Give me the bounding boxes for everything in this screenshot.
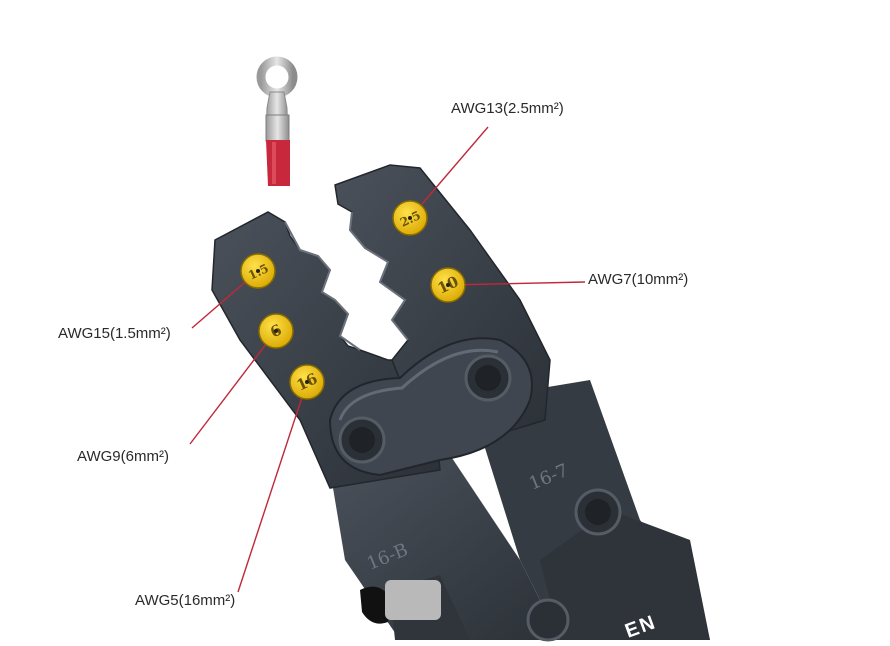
rivet-icon	[526, 598, 570, 642]
callout-label-awg5: AWG5(16mm²)	[135, 592, 236, 609]
ring-terminal-wire	[256, 56, 298, 186]
redaction-block	[360, 580, 441, 624]
callout-label-awg9: AWG9(6mm²)	[77, 448, 169, 465]
callout-dot-awg13	[408, 216, 412, 220]
callout-dot-awg5	[305, 380, 309, 384]
rivets	[338, 354, 622, 642]
callout-line-awg13	[409, 126, 489, 219]
callout-label-awg15: AWG15(1.5mm²)	[58, 325, 171, 342]
wire-insulation	[266, 140, 290, 186]
callout-line-awg5	[237, 381, 308, 593]
callout-line-awg9	[189, 330, 277, 445]
callout-dot-awg15	[256, 269, 260, 273]
callout-label-awg7: AWG7(10mm²)	[588, 271, 689, 288]
callout-label-awg13: AWG13(2.5mm²)	[451, 100, 564, 117]
callout-dot-awg7	[446, 283, 450, 287]
callout-line-awg7	[447, 281, 586, 286]
callout-lines	[189, 126, 586, 593]
die-markers: 2.5101.5616	[240, 200, 466, 400]
callout-dot-awg9	[274, 329, 278, 333]
